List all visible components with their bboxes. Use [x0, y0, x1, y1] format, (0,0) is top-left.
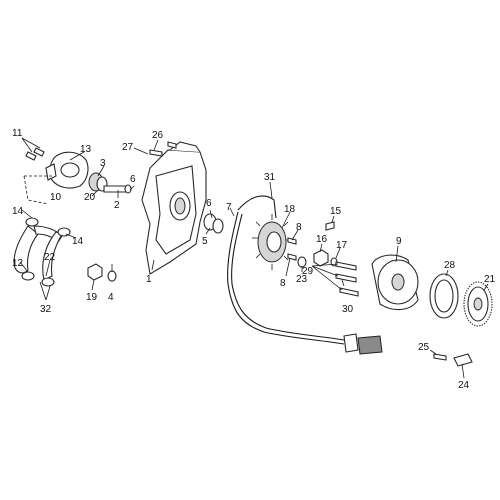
callout-28: 28 — [444, 260, 456, 271]
callout-23: 23 — [296, 274, 308, 285]
callout-8a: 8 — [296, 222, 302, 233]
callout-7: 7 — [226, 202, 232, 213]
callout-15: 15 — [330, 206, 342, 217]
cable-clip — [433, 353, 473, 367]
callout-21: 21 — [484, 274, 496, 285]
callout-4: 4 — [108, 292, 114, 303]
oil-plug-19 — [87, 263, 117, 282]
callout-14a: 14 — [12, 206, 24, 217]
callout-6b: 6 — [206, 198, 212, 209]
stator-screws-8-23 — [287, 237, 307, 268]
callout-18: 18 — [284, 204, 296, 215]
callout-11: 11 — [12, 128, 23, 139]
bolts-26-27 — [149, 141, 177, 157]
callout-1: 1 — [146, 274, 152, 285]
leader-lines — [19, 137, 489, 379]
callout-13: 13 — [80, 144, 92, 155]
callout-14b: 14 — [72, 236, 84, 247]
nut-16-washer-17 — [313, 249, 338, 267]
callout-31: 31 — [264, 172, 276, 183]
callout-30: 30 — [342, 304, 354, 315]
stator-harness — [227, 195, 383, 355]
callout-9: 9 — [396, 236, 402, 247]
callout-16: 16 — [316, 234, 328, 245]
stator — [252, 214, 292, 270]
callout-24: 24 — [458, 380, 470, 391]
flywheel — [371, 254, 419, 311]
callout-5: 5 — [202, 236, 208, 247]
callout-29: 29 — [302, 266, 314, 277]
callout-12: 12 — [12, 258, 24, 269]
seal-5-6 — [203, 213, 224, 234]
bolts-29-30 — [335, 261, 359, 297]
callout-26: 26 — [152, 130, 164, 141]
freewheel-ring — [429, 273, 459, 319]
callout-32: 32 — [40, 304, 52, 315]
crankcase-half — [141, 141, 207, 275]
callout-labels: 1 2 3 4 5 6 6 7 8 8 9 10 11 12 13 14 14 … — [12, 128, 496, 391]
callout-19: 19 — [86, 292, 98, 303]
key-15 — [325, 221, 335, 231]
callout-17: 17 — [336, 240, 348, 251]
callout-6a: 6 — [130, 174, 136, 185]
callout-20: 20 — [84, 192, 96, 203]
callout-10: 10 — [50, 192, 62, 203]
pump-shaft — [103, 184, 132, 194]
callout-27: 27 — [122, 142, 134, 153]
callout-25: 25 — [418, 342, 430, 353]
starter-gear — [463, 281, 493, 327]
callout-8b: 8 — [280, 278, 286, 289]
callout-2: 2 — [114, 200, 120, 211]
callout-22: 22 — [44, 252, 56, 263]
callout-3: 3 — [100, 158, 106, 169]
small-screws-11 — [25, 147, 45, 161]
pump-cover — [45, 151, 89, 189]
pump-impeller — [88, 172, 108, 192]
